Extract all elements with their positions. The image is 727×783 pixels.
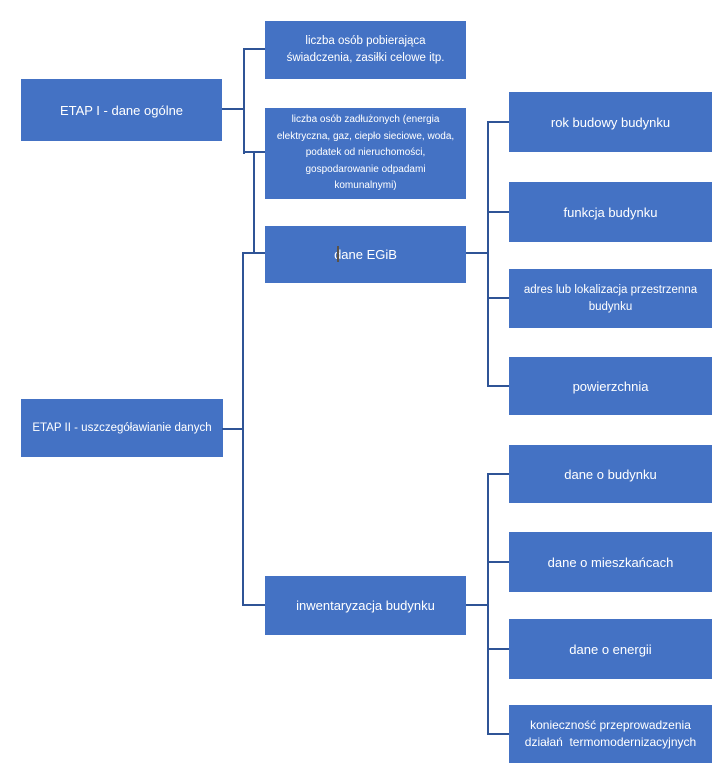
node-dane-o-energii[interactable]: dane o energii [509,619,712,679]
connector-to-inwentaryzacja [242,604,265,606]
node-dane-o-budynku[interactable]: dane o budynku [509,445,712,503]
connector-to-dane-mieszkancy [488,561,509,563]
connector-link-rails [253,152,255,254]
connector-to-dane-budynek [488,473,509,475]
connector-etap2-stub [222,428,242,430]
connector-to-dane-energia [488,648,509,650]
connector-to-rok [488,121,509,123]
node-rok-budowy[interactable]: rok budowy budynku [509,92,712,152]
node-funkcja-budynku[interactable]: funkcja budynku [509,182,712,242]
connector-to-termo [488,733,509,735]
node-adres-lokalizacja[interactable]: adres lub lokalizacja przestrzenna budyn… [509,269,712,328]
node-liczba-osob-swiadczenia[interactable]: liczba osób pobierająca świadczenia, zas… [265,21,466,79]
connector-to-adres [488,297,509,299]
connector-egib-rail [487,121,489,387]
connector-etap1-stub [222,108,244,110]
connector-inwentaryzacja-rail [487,473,489,735]
connector-etap2-rail [242,252,244,606]
node-liczba-osob-zadluzonych[interactable]: liczba osób zadłużonych (energia elektry… [265,108,466,199]
connector-inwentaryzacja-stub [466,604,488,606]
node-termomodernizacja[interactable]: konieczność przeprowadzenia działań term… [509,705,712,763]
node-dane-o-mieszkancach[interactable]: dane o mieszkańcach [509,532,712,592]
connector-etap1-rail [243,48,245,154]
node-etap-ii[interactable]: ETAP II - uszczegóławianie danych [21,399,223,457]
connector-to-powierzchnia [488,385,509,387]
node-inwentaryzacja-budynku[interactable]: inwentaryzacja budynku [265,576,466,635]
node-dane-egib[interactable]: dane EGiB [265,226,466,283]
node-etap-i[interactable]: ETAP I - dane ogólne [21,79,222,141]
connector-to-funkcja [488,211,509,213]
text-cursor [337,246,339,262]
connector-to-swiadczenia [244,48,265,50]
node-powierzchnia[interactable]: powierzchnia [509,357,712,415]
connector-egib-stub [466,252,488,254]
connector-to-egib [242,252,265,254]
